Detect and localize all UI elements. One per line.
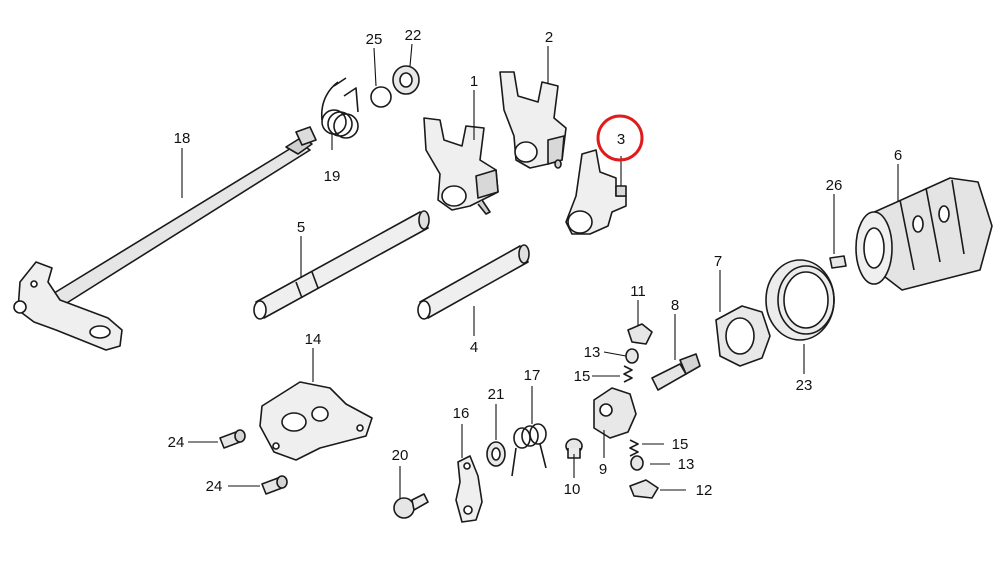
callout-label-highlighted: 3 — [617, 131, 625, 148]
callout-label: 6 — [894, 147, 902, 164]
part-pin-12[interactable] — [629, 479, 659, 499]
part-stopper-bolt[interactable] — [651, 353, 701, 391]
callout-label: 19 — [324, 168, 341, 185]
part-cap-13-lower[interactable] — [630, 455, 644, 471]
part-pin-11[interactable] — [627, 323, 653, 345]
part-shift-fork-3[interactable] — [565, 149, 627, 235]
callout-label: 5 — [297, 219, 305, 236]
part-bolt-24-upper[interactable] — [219, 429, 246, 449]
part-drum-center[interactable] — [715, 305, 771, 367]
callout-label: 1 — [470, 73, 478, 90]
callout-label: 15 — [672, 436, 689, 453]
callout-label: 18 — [174, 130, 191, 147]
callout-label: 12 — [696, 482, 713, 499]
leader-lines — [181, 43, 899, 498]
part-fork-shaft-long[interactable] — [253, 210, 430, 320]
part-ratchet-arm[interactable] — [455, 455, 483, 523]
part-guide-plate[interactable] — [259, 381, 373, 461]
part-shift-fork-2[interactable] — [499, 71, 567, 169]
part-fork-shaft-short[interactable] — [417, 244, 530, 320]
callout-label: 13 — [584, 344, 601, 361]
part-spring-15-upper[interactable] — [623, 365, 633, 383]
highlight-circle — [596, 114, 644, 162]
callout-label: 25 — [366, 31, 383, 48]
part-shift-fork-1[interactable] — [423, 117, 499, 215]
callout-label: 22 — [405, 27, 422, 44]
part-circlip[interactable] — [370, 86, 392, 108]
callout-label: 24 — [168, 434, 185, 451]
part-shift-cam[interactable] — [593, 387, 637, 439]
part-shift-shaft[interactable] — [13, 126, 317, 351]
callout-label: 4 — [470, 339, 478, 356]
callout-label: 23 — [796, 377, 813, 394]
callout-label: 9 — [599, 461, 607, 478]
part-dowel-pin[interactable] — [829, 255, 847, 269]
callout-label: 10 — [564, 481, 581, 498]
callout-label: 13 — [678, 456, 695, 473]
part-bearing[interactable] — [765, 259, 835, 341]
part-spring-15-lower[interactable] — [629, 439, 639, 457]
part-washer-21[interactable] — [486, 441, 506, 467]
callout-label: 11 — [630, 283, 646, 300]
callout-label: 7 — [714, 253, 722, 270]
callout-label: 20 — [392, 447, 409, 464]
callout-label: 21 — [488, 386, 505, 403]
part-return-spring[interactable] — [320, 77, 359, 139]
callout-label: 14 — [305, 331, 322, 348]
callout-label: 17 — [524, 367, 541, 384]
part-bolt-24-lower[interactable] — [261, 475, 288, 495]
callout-label: 15 — [574, 368, 591, 385]
part-spring-17[interactable] — [511, 423, 547, 477]
callout-label: 16 — [453, 405, 470, 422]
callout-labels: 1 2 3 4 5 6 7 8 9 10 11 12 13 13 14 15 1… — [168, 27, 903, 499]
part-washer-22[interactable] — [392, 65, 420, 95]
callout-label: 8 — [671, 297, 679, 314]
part-shift-drum[interactable] — [855, 177, 993, 291]
part-bolt-20[interactable] — [393, 493, 429, 519]
part-bolt-10[interactable] — [565, 438, 583, 459]
callout-label: 26 — [826, 177, 843, 194]
callout-label: 24 — [206, 478, 223, 495]
part-cap-13-upper[interactable] — [625, 348, 639, 364]
callout-label: 2 — [545, 29, 553, 46]
